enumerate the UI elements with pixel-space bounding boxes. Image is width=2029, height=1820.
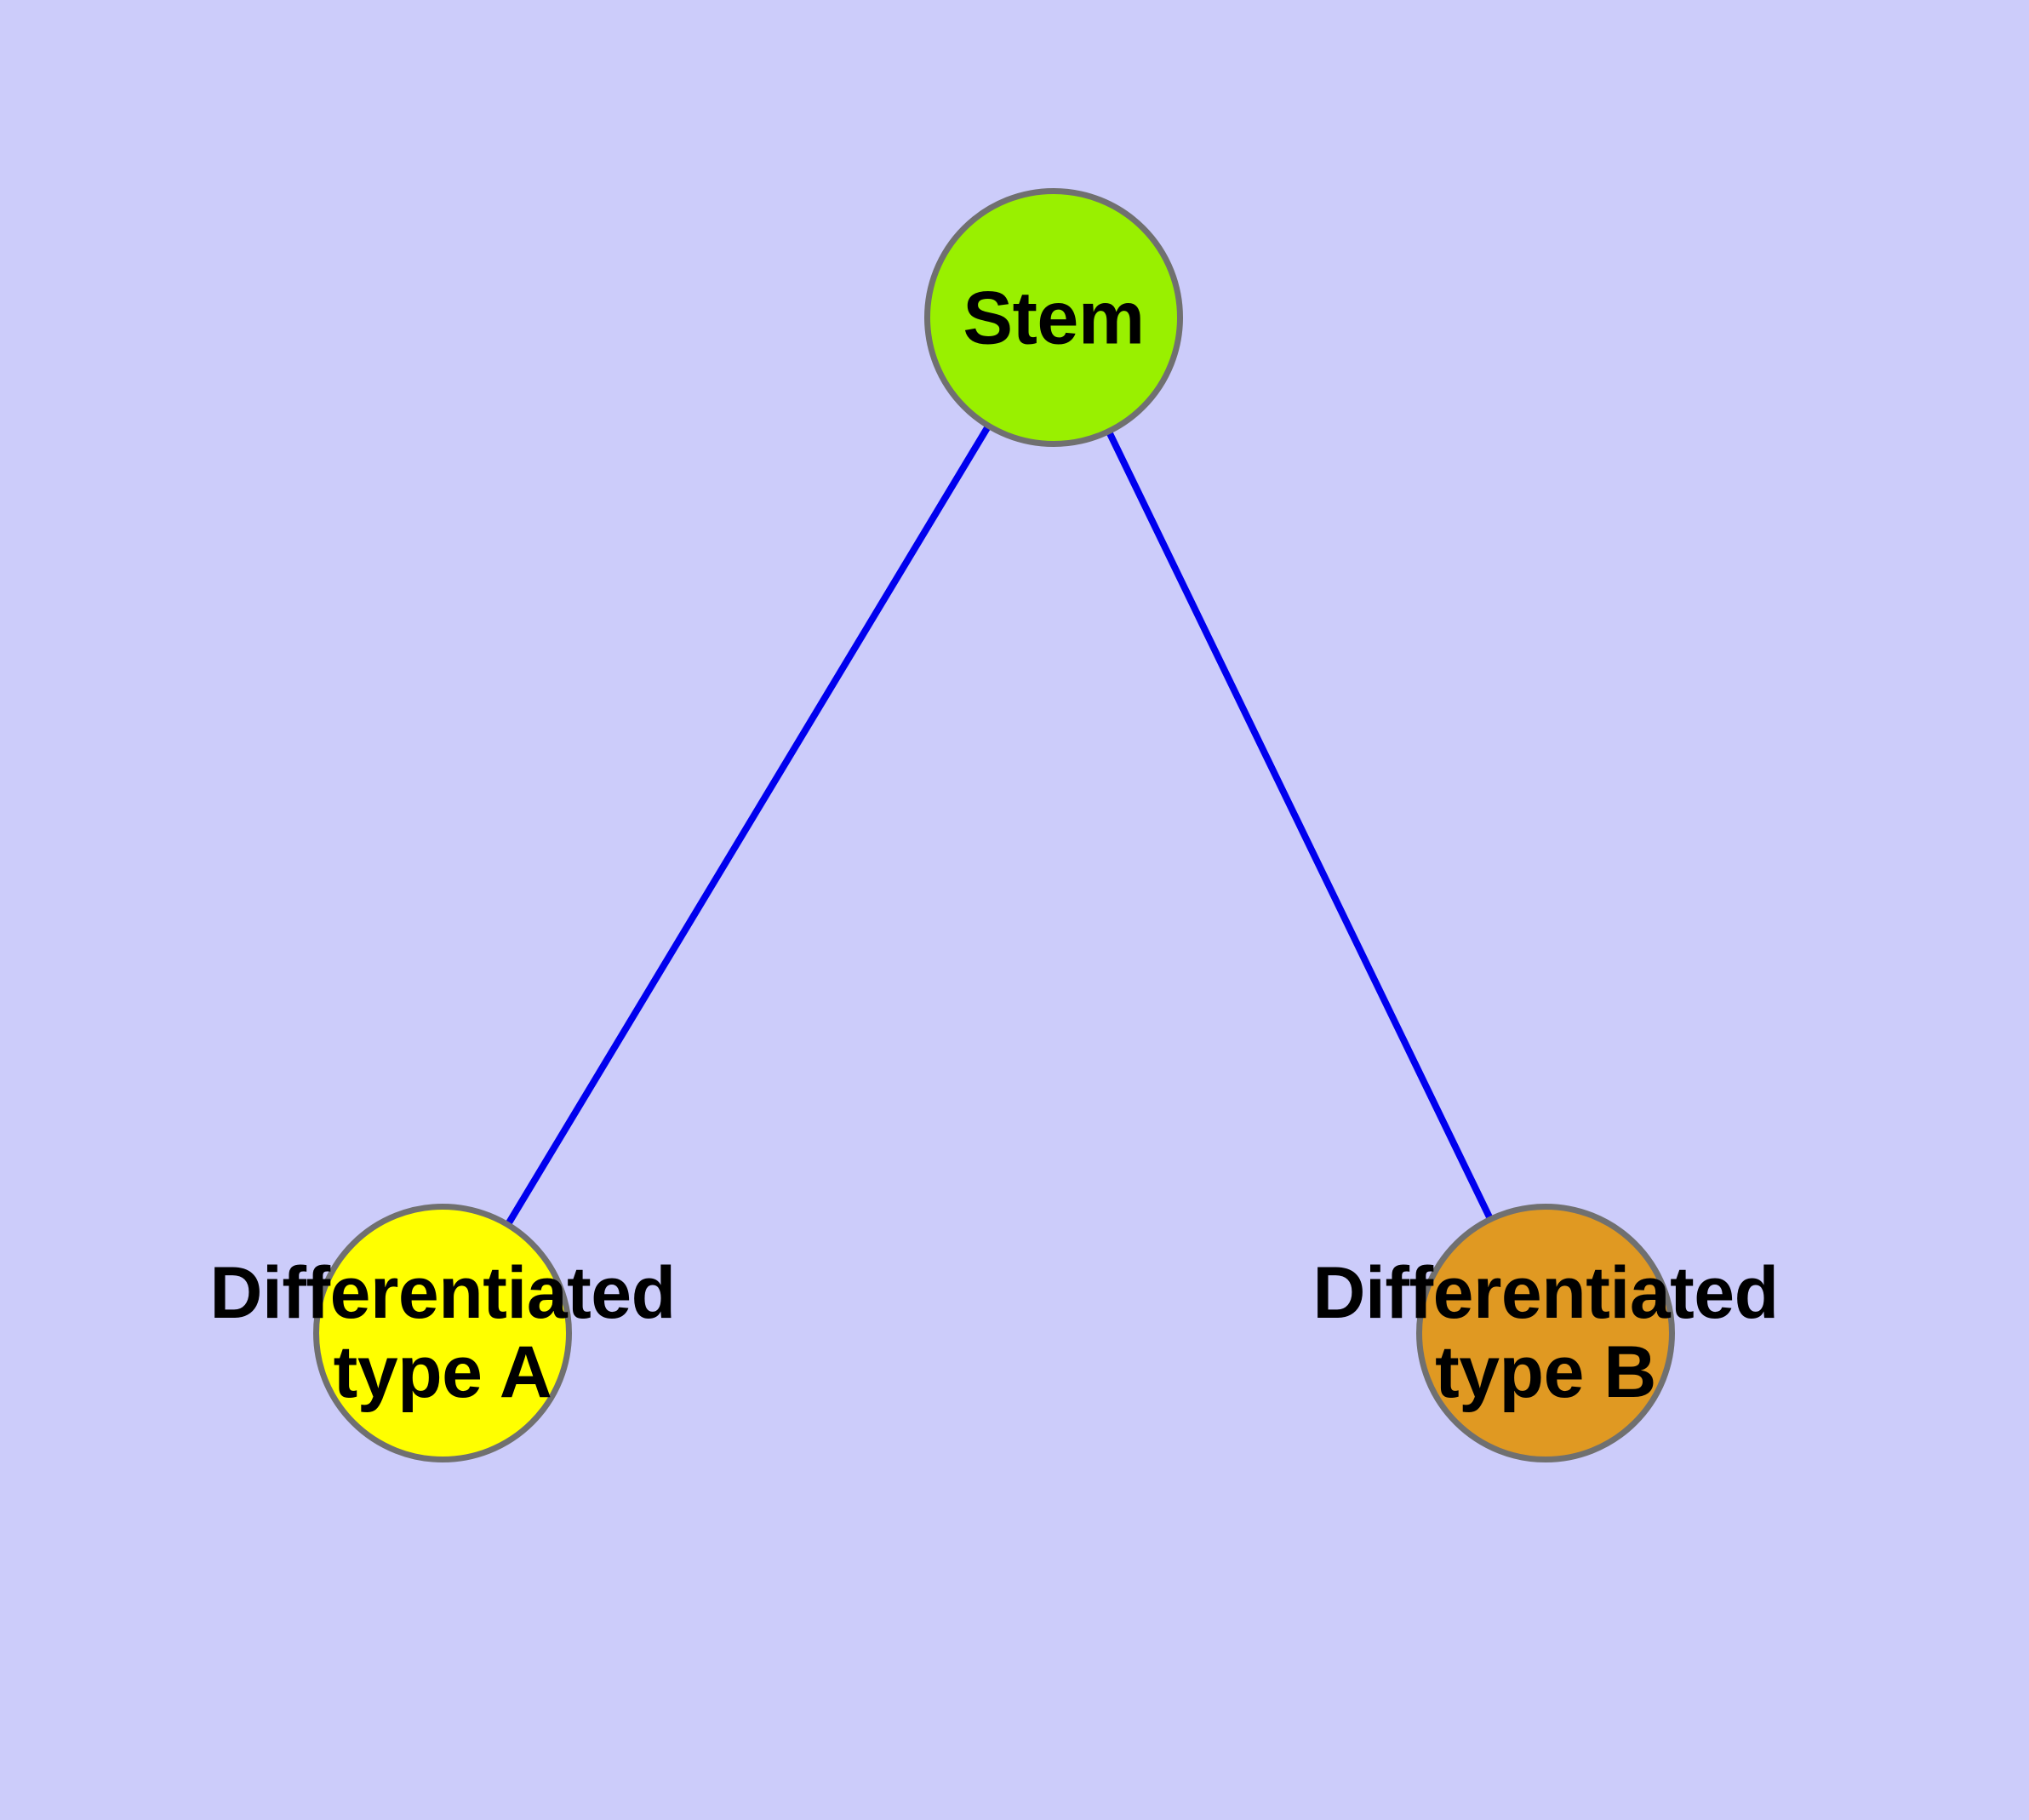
node-stem-circle[interactable] — [924, 188, 1183, 447]
node-differentiated-type-a-circle[interactable] — [313, 1204, 572, 1462]
node-differentiated-type-b[interactable]: Differentiated type B — [1312, 1204, 1779, 1462]
node-differentiated-type-b-circle[interactable] — [1416, 1204, 1675, 1462]
edge-stem-to-differentiated-type-a — [439, 315, 1057, 1336]
edge-stem-to-differentiated-type-b — [1050, 316, 1549, 1335]
node-stem[interactable]: Stem — [924, 188, 1183, 447]
node-differentiated-type-a[interactable]: Differentiated type A — [209, 1204, 676, 1462]
